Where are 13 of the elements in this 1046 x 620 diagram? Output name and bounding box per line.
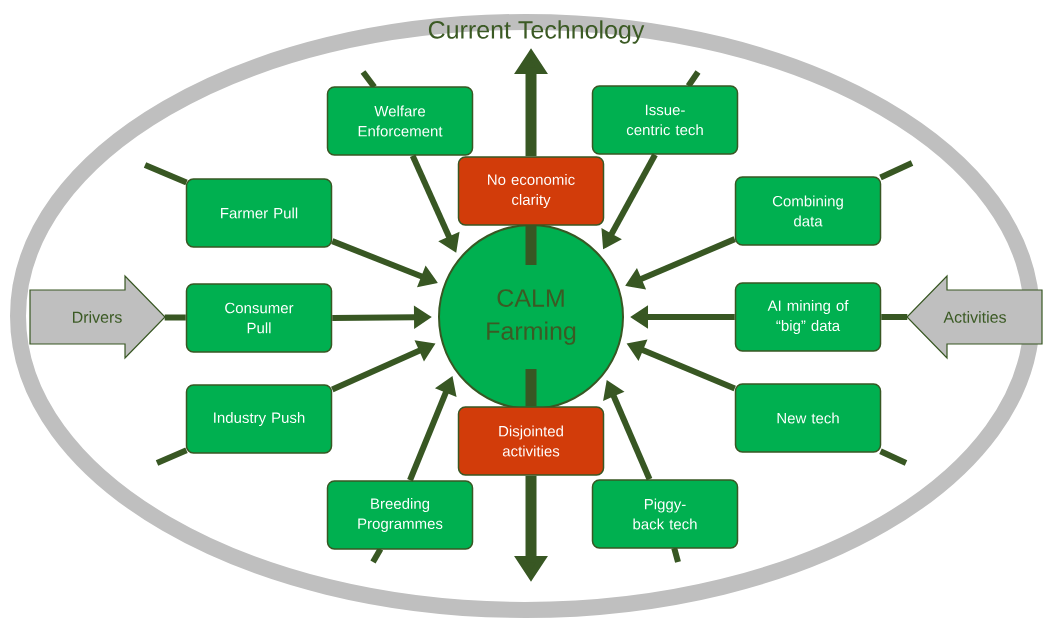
process-box: Consumer Pull bbox=[185, 283, 333, 353]
process-box: Industry Push bbox=[185, 384, 333, 454]
process-box: Issue-centric tech bbox=[591, 85, 739, 155]
process-box: Piggy-back tech bbox=[591, 479, 739, 549]
process-box: AI mining of “big” data bbox=[734, 282, 882, 352]
process-box: Welfare Enforcement bbox=[326, 86, 474, 156]
process-box: Farmer Pull bbox=[185, 178, 333, 248]
issue-box: Disjointed activities bbox=[457, 406, 605, 476]
process-box: Combining data bbox=[734, 176, 882, 246]
band-title: Current Technology bbox=[428, 20, 645, 44]
issue-box: No economic clarity bbox=[457, 156, 605, 226]
process-box: New tech bbox=[734, 383, 882, 453]
process-box: Breeding Programmes bbox=[326, 480, 474, 550]
